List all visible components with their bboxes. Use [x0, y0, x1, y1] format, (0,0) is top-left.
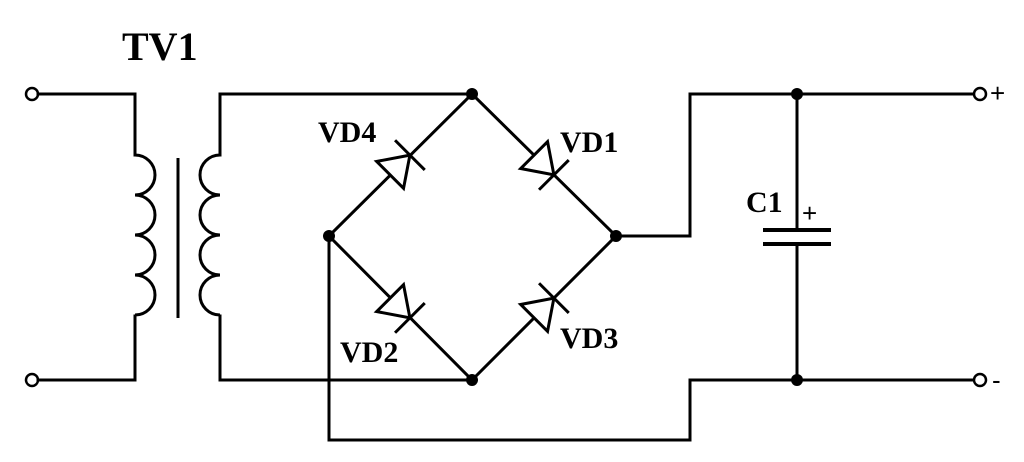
- input-terminal-bottom: [24, 372, 40, 388]
- diode-vd4: [373, 139, 426, 192]
- transformer-label: TV1: [122, 24, 198, 69]
- diode-vd2: [373, 281, 426, 334]
- diode-vd1-label: VD1: [560, 126, 618, 159]
- output-terminal-negative: [972, 372, 988, 388]
- output-wires: [327, 92, 977, 442]
- secondary-winding: [198, 153, 221, 317]
- diode-vd1: [517, 138, 570, 191]
- primary-wires: [36, 92, 137, 382]
- capacitor-label: C1: [746, 186, 783, 219]
- output-positive-sign: +: [990, 78, 1005, 108]
- output-terminal-positive: [972, 86, 988, 102]
- capacitor-polarity-sign: +: [802, 198, 817, 228]
- secondary-wires: [218, 92, 474, 382]
- input-terminal-top: [24, 86, 40, 102]
- diode-vd2-label: VD2: [340, 336, 398, 369]
- diode-vd4-label: VD4: [318, 116, 376, 149]
- diode-vd3-label: VD3: [560, 322, 618, 355]
- output-negative-sign: -: [992, 365, 1001, 395]
- junction-dots: [323, 88, 803, 386]
- diode-vd3: [517, 282, 570, 335]
- primary-winding: [134, 153, 157, 317]
- capacitor-c1: [763, 92, 831, 382]
